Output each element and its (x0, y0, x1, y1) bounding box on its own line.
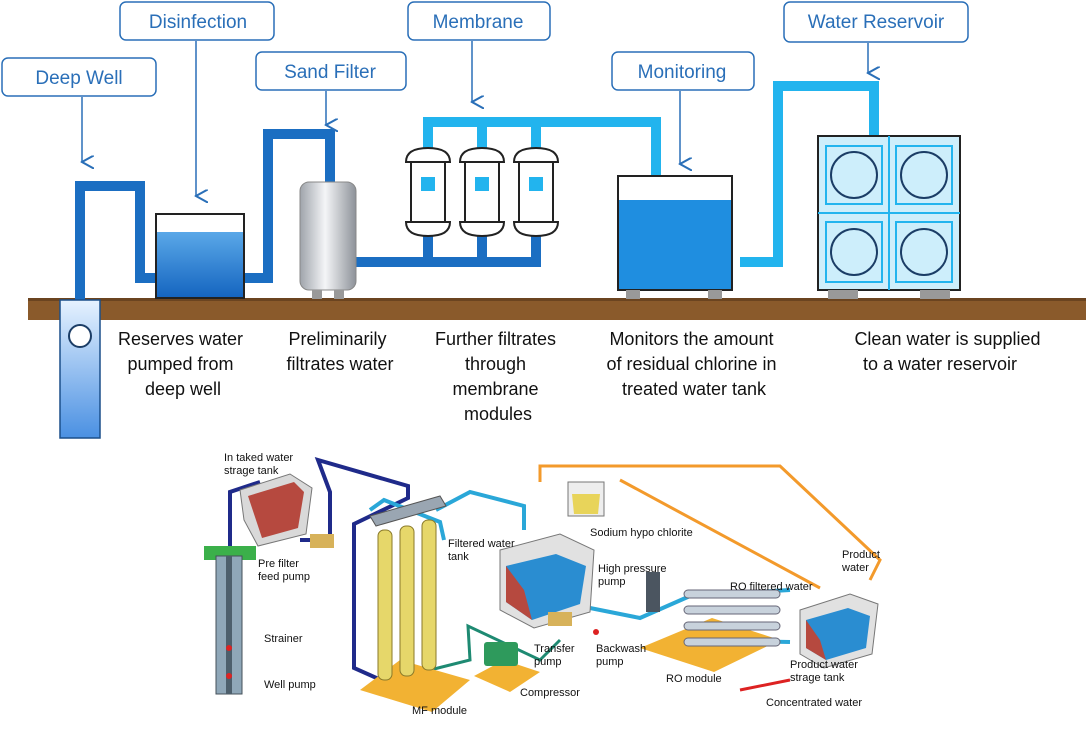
dark-pipes (75, 129, 541, 300)
desc-monitoring: Monitors the amount of residual chlorine… (606, 329, 781, 399)
label-compressor: Compressor (520, 687, 580, 699)
intake-tank (239, 473, 313, 547)
callout-sand-filter: Sand Filter (255, 51, 407, 125)
filtered-water-tank (499, 533, 595, 629)
process-well (204, 546, 256, 695)
concentrated-water-line (739, 678, 791, 692)
desc-deep-well: Reserves water pumped from deep well (118, 329, 248, 399)
label-deep-well: Deep Well (35, 68, 122, 89)
label-sodium: Sodium hypo chlorite (590, 527, 693, 539)
label-disinfection: Disinfection (149, 12, 247, 33)
label-ro-filtered: RO filtered water (730, 581, 813, 593)
label-membrane: Membrane (433, 12, 524, 33)
light-pipes (423, 81, 879, 267)
desc-membrane: Further filtrates through membrane modul… (435, 329, 561, 424)
label-mf-module: MF module (412, 705, 467, 717)
ground-edge (28, 298, 1086, 301)
mf-columns (369, 495, 447, 681)
label-water-reservoir: Water Reservoir (808, 12, 945, 33)
membrane-module-2 (458, 146, 506, 238)
callout-water-reservoir: Water Reservoir (783, 1, 969, 73)
label-ro-module: RO module (666, 673, 722, 685)
label-well-pump: Well pump (264, 679, 316, 691)
label-filtered-tank: Filtered water tank (448, 538, 518, 563)
label-pre-filter-pump: Pre filter feed pump (258, 558, 310, 583)
sand-filter-tank (299, 181, 357, 299)
label-monitoring: Monitoring (638, 62, 727, 83)
label-high-pressure-pump: High pressure pump (598, 563, 670, 588)
well-pump-icon (68, 324, 92, 348)
compressor (474, 642, 540, 692)
callout-deep-well: Deep Well (1, 57, 157, 162)
callout-monitoring: Monitoring (611, 51, 755, 164)
water-reservoir (817, 135, 961, 299)
backwash-pump-icon (593, 629, 599, 635)
label-concentrated: Concentrated water (766, 697, 862, 709)
process-diagram: In taked water strage tank Pre filter fe… (204, 452, 883, 717)
label-transfer-pump: Transfer pump (534, 643, 578, 668)
product-water-tank (799, 593, 879, 669)
membrane-modules (404, 146, 560, 238)
label-backwash-pump: Backwash pump (596, 643, 649, 668)
feed-pipes (228, 456, 410, 686)
membrane-module-3 (512, 146, 560, 238)
membrane-module-1 (404, 146, 452, 238)
desc-sand-filter: Preliminarily filtrates water (286, 329, 393, 374)
desc-reservoir: Clean water is supplied to a water reser… (854, 329, 1045, 374)
label-strainer: Strainer (264, 633, 303, 645)
chemical-line (538, 464, 882, 581)
transfer-pump-icon (548, 612, 572, 626)
sodium-tank (567, 481, 605, 517)
ground-strip (28, 298, 1086, 320)
label-product-water: Product water (841, 549, 883, 574)
disinfection-tank (155, 213, 245, 299)
high-pressure-pump-icon (646, 572, 660, 612)
monitoring-tank (617, 175, 733, 299)
pre-filter-pump-icon (310, 534, 334, 548)
label-sand-filter: Sand Filter (284, 62, 377, 83)
deep-well (59, 299, 101, 439)
label-intake-tank: In taked water strage tank (224, 452, 296, 477)
callout-disinfection: Disinfection (119, 1, 275, 196)
label-product-tank: Product water strage tank (790, 659, 861, 684)
callout-membrane: Membrane (407, 1, 551, 102)
ro-module (640, 589, 781, 672)
